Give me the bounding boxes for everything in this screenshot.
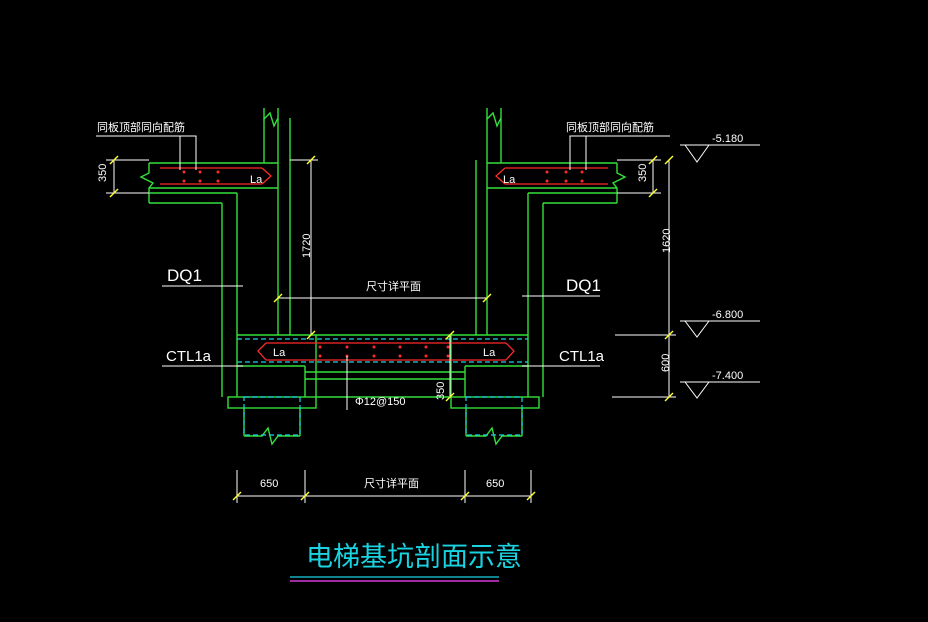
elev-mid: -6.800 (712, 309, 743, 321)
elev-top: -5.180 (712, 133, 743, 145)
dim-base-thickness: 350 (435, 382, 447, 400)
dim-right-h1: 1620 (661, 229, 673, 253)
la-top-right: La (503, 174, 516, 186)
la-base-left: La (273, 347, 286, 359)
dim-right-h2: 600 (660, 354, 672, 372)
la-base-right: La (483, 347, 496, 359)
dim-width-right: 650 (486, 478, 504, 490)
dim-wall-height: 1720 (301, 234, 313, 258)
dim-left-slab: 350 (97, 164, 109, 182)
ctl1a-right: CTL1a (559, 348, 605, 365)
slab-note-right: 同板顶部同向配筋 (566, 120, 654, 134)
slab-note-left: 同板顶部同向配筋 (97, 120, 185, 134)
drawing-title: 电梯基坑剖面示意 (306, 542, 522, 573)
per-plan-upper: 尺寸详平面 (366, 279, 421, 293)
rebar-dots (182, 170, 584, 358)
rebar-lines (160, 167, 608, 361)
dim-right-slab: 350 (637, 164, 649, 182)
dimension-lines (96, 135, 760, 503)
dq1-left: DQ1 (167, 266, 202, 285)
per-plan-lower: 尺寸详平面 (364, 476, 419, 490)
la-top-left: La (250, 174, 263, 186)
ctl1a-left: CTL1a (166, 348, 212, 365)
elev-bottom: -7.400 (712, 370, 743, 382)
rebar-spec: Φ12@150 (355, 396, 406, 408)
structure-lines (139, 108, 627, 446)
dim-width-left: 650 (260, 478, 278, 490)
dimension-ticks (109, 155, 674, 501)
dq1-right: DQ1 (566, 276, 601, 295)
hidden-lines (237, 338, 528, 436)
